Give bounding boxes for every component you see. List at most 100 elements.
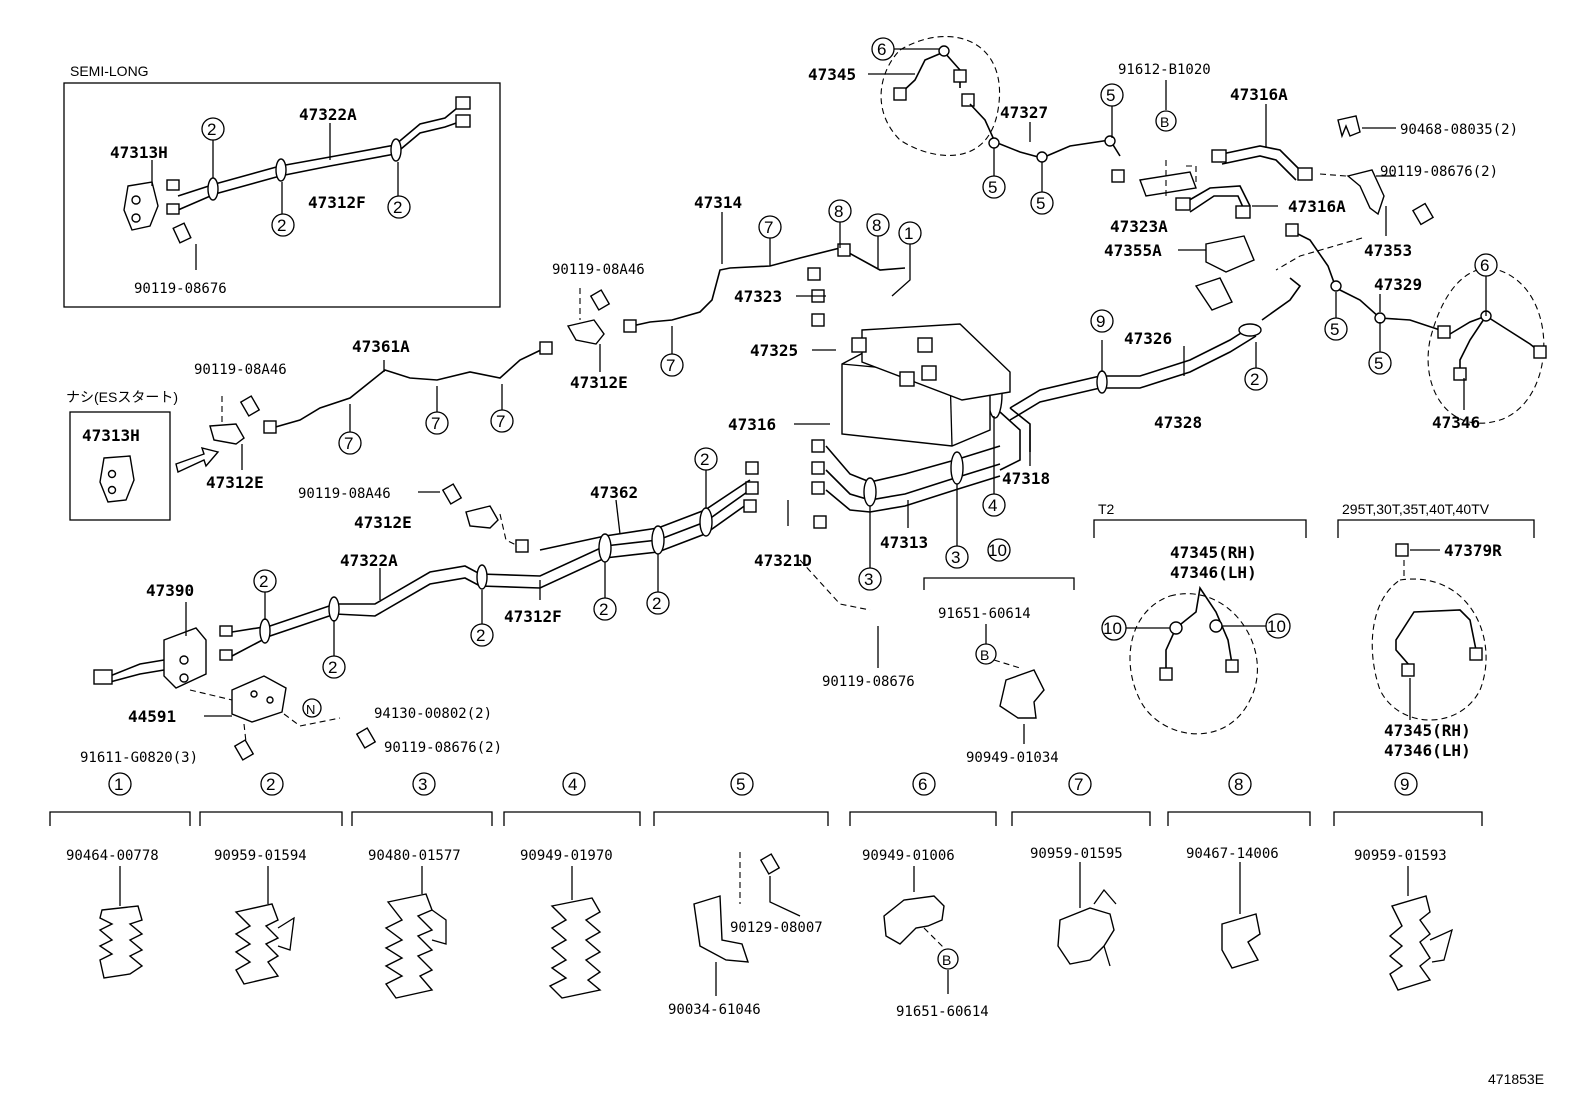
leader-line [891,244,911,297]
part-number: 91651-60614 [896,1004,989,1020]
ref-circle [1244,367,1268,391]
tube-47322a [231,489,751,633]
ref-circle [871,37,895,61]
ref-circle [562,772,586,796]
part-number: 47316A [1230,85,1288,104]
tube-47326 [1009,325,1253,409]
tube-47329 [1289,229,1441,331]
part-number: 90119-08A46 [298,486,391,502]
tube-nut [166,179,180,191]
bracket-47312e [209,423,245,445]
part-number: 47355A [1104,241,1162,260]
sensor-port [107,485,117,495]
tube-nut [961,93,975,107]
ref-circle [387,195,411,219]
semi-long-tube-b [177,120,463,211]
part-number: 47318 [1002,469,1050,488]
part-number: 91611-G0820(3) [80,750,198,766]
bolt [233,739,255,761]
semi-long-clamp [207,177,219,201]
part-number: 90119-08676 [134,281,227,297]
part-number: 90129-08007 [730,920,823,936]
nashi-frame [69,411,171,521]
sensor-port [131,213,141,223]
actuator-port [921,365,937,381]
rear-right-group [880,35,1547,424]
part-number: 47362 [590,483,638,502]
semi-long-clamp [275,158,287,182]
clip-7-wing [1093,888,1117,967]
group-bracket-line [199,811,343,826]
tube-47318 [999,411,1021,471]
part-number: 90959-01593 [1354,848,1447,864]
clip-8 [1221,913,1261,969]
nashi-inset: ナシ(ESスタート) 47313H [66,389,223,521]
part-number: 90480-01577 [368,848,461,864]
clip-1 [98,905,144,979]
ref-circle [945,545,969,569]
ref-circle [302,698,322,718]
ref-number: 2 [476,626,485,645]
ref-number: 10 [1267,617,1286,636]
bracket-44591 [231,675,287,723]
part-number: 47326 [1124,329,1172,348]
tube-47327 [969,103,1121,159]
bolt [759,853,781,875]
clamp-dot [1374,312,1386,324]
sensor-port [179,673,189,683]
tube-nut [837,243,851,257]
ref-number: 2 [700,450,709,469]
semi-long-inset: SEMI-LONG 2 2 2 47322A 47313H 47312F 901… [63,63,501,308]
ref-number: 9 [1096,312,1105,331]
sensor-block [123,181,159,231]
part-number: 47312F [504,607,562,626]
ref-number: 8 [1234,775,1243,794]
tube-nut [455,96,471,110]
clip-3-wing [431,909,447,945]
clip-9-wing [1429,928,1453,963]
ref-number: 7 [1074,775,1083,794]
ref-number: 3 [418,775,427,794]
dashed-leader [993,659,1021,669]
sensor-wire [109,659,165,677]
ref-circle [1155,110,1177,132]
tube-nut [1159,667,1173,681]
group-bracket-line [503,811,641,826]
ref-letter: B [980,647,989,663]
hose-47316a-top [1221,145,1301,171]
tube-nut [219,625,233,637]
ref-circle [937,948,959,970]
bracket-10-group [923,577,1075,744]
part-number: 47345(RH) [1384,721,1471,740]
part-number: 47312E [570,373,628,392]
t2-header: T2 [1098,501,1115,517]
ref-number: 4 [988,496,997,515]
dashed-leader [923,927,945,949]
ref-circle [1030,191,1054,215]
part-number: 47323A [1110,217,1168,236]
abs-actuator [841,323,1031,471]
ref-number: 2 [328,658,337,677]
ref-circle [758,215,782,239]
tube-clamp [1096,370,1108,394]
part-number: 47346(LH) [1170,563,1257,582]
sensor-47390-group: N [93,627,377,761]
group-bracket-line [1337,519,1535,538]
bracket-47312e [465,505,499,529]
tube-nut [953,69,967,83]
tube-nut [1401,663,1415,677]
ref-circle [253,569,277,593]
ref-circle [982,175,1006,199]
ref-circle [108,772,132,796]
hose-47316a [1185,185,1251,207]
part-number: 90959-01594 [214,848,307,864]
ref-circle [987,538,1011,562]
ref-circle [1100,83,1124,107]
part-number: 90959-01595 [1030,846,1123,862]
part-number: 47346(LH) [1384,741,1471,760]
engine-header: 295T,30T,35T,40T,40TV [1342,501,1490,517]
part-number: 44591 [128,707,176,726]
group-bracket-line [49,811,191,826]
tube-47312f [231,501,751,657]
